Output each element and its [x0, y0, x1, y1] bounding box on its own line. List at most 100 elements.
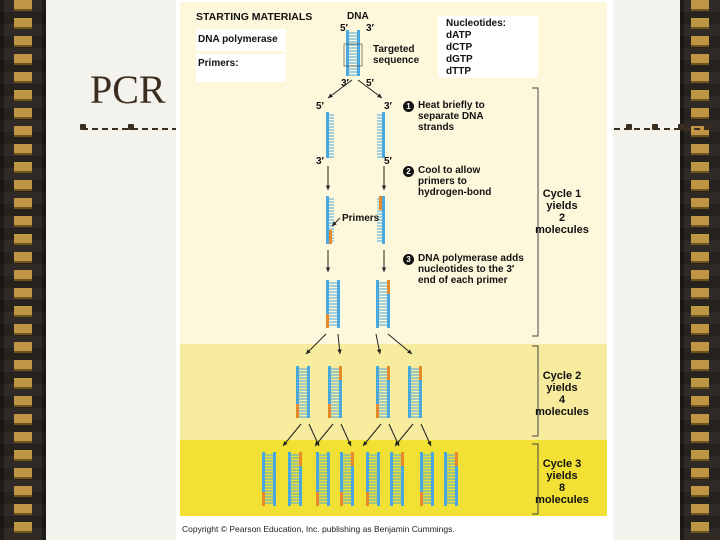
cycle-2-label: Cycle 2 yields 4 molecules — [522, 370, 602, 418]
copyright-notice: Copyright © Pearson Education, Inc. publ… — [182, 524, 455, 534]
annealed-strand-right — [382, 196, 385, 244]
arrowhead — [407, 349, 412, 354]
primer-segment — [326, 314, 329, 328]
rule-dot — [678, 124, 684, 130]
dna-strand — [419, 366, 422, 418]
separated-strand-left — [326, 112, 329, 158]
primer-segment — [419, 366, 422, 380]
dna-strand — [431, 452, 434, 506]
arrowhead — [395, 441, 400, 446]
end-label-top-left: 5′ — [340, 23, 348, 34]
arrowhead — [377, 93, 382, 98]
annealed-primer — [329, 230, 332, 244]
base-pairs — [265, 454, 273, 504]
primer-segment — [296, 404, 299, 418]
primer-segment — [366, 492, 369, 506]
base-pairs — [319, 454, 327, 504]
primer-segment — [401, 452, 404, 466]
nucleotides-title: Nucleotides: — [446, 18, 507, 29]
nucleotides-box — [438, 16, 538, 78]
base-pairs — [411, 368, 419, 418]
end-label-bottom-left: 3′ — [341, 78, 349, 89]
dna-strand — [273, 452, 276, 506]
dna-strand — [377, 452, 380, 506]
dna-strand — [316, 452, 319, 506]
cycle-1-line4: molecules — [535, 224, 589, 236]
primer-segment — [351, 452, 354, 466]
arrowhead — [381, 185, 387, 190]
flow-arrow — [327, 79, 353, 99]
primer-segment — [455, 452, 458, 466]
dna-strand — [408, 366, 411, 418]
arrowhead — [328, 93, 333, 98]
arrowhead — [347, 441, 352, 446]
base-pairs — [447, 454, 455, 504]
dna-strand — [401, 452, 404, 506]
dna-label: DNA — [347, 11, 369, 22]
dna-strand — [328, 366, 331, 418]
target-bracket — [343, 43, 363, 67]
rule-dot — [80, 124, 86, 130]
cycle-2-band — [180, 344, 607, 440]
cycle-3-line1: Cycle 3 — [542, 458, 582, 470]
cycle-2-line4: molecules — [535, 406, 589, 418]
base-pairs — [329, 282, 337, 326]
base-pairs — [379, 282, 387, 326]
dna-strand — [366, 452, 369, 506]
dna-strand — [444, 452, 447, 506]
dna-strand — [351, 452, 354, 506]
dna-strand — [340, 452, 343, 506]
base-pairs — [291, 454, 299, 504]
flow-arrow — [357, 79, 383, 99]
dna-strand — [346, 30, 349, 76]
arrowhead — [381, 267, 387, 272]
base-pairs — [379, 368, 387, 418]
decorative-border-right — [680, 0, 720, 540]
dna-strand — [307, 366, 310, 418]
chain-decoration — [14, 0, 32, 540]
dna-strand — [288, 452, 291, 506]
dna-strand — [337, 280, 340, 328]
primer-segment — [420, 492, 423, 506]
arrowhead — [325, 185, 331, 190]
annealed-primer — [379, 196, 382, 210]
step-2-number: 2 — [403, 166, 414, 177]
dna-strand — [339, 366, 342, 418]
base-pairs — [423, 454, 431, 504]
nucleotide-ticks — [329, 114, 334, 158]
starting-materials-label: STARTING MATERIALS — [196, 11, 313, 23]
cycle-bracket — [532, 443, 539, 515]
cycle-3-line2: yields — [546, 470, 578, 482]
dna-polymerase-label: DNA polymerase — [198, 34, 278, 45]
dna-strand — [376, 366, 379, 418]
dna-strand — [327, 452, 330, 506]
primers-legend-label: Primers: — [198, 58, 239, 69]
dna-strand — [390, 452, 393, 506]
flow-arrow — [305, 333, 327, 355]
dna-strand — [387, 366, 390, 418]
cycle-1-line1: Cycle 1 — [542, 188, 582, 200]
strand-end-3-right: 3′ — [384, 101, 392, 112]
rule-dot — [704, 124, 710, 130]
arrowhead — [325, 267, 331, 272]
nucleotide-dgtp: dGTP — [446, 54, 473, 65]
primer-segment — [387, 366, 390, 380]
cycle-1-line2: yields — [546, 200, 578, 212]
cycle-1-line3: 2 — [558, 212, 566, 224]
base-pairs — [299, 368, 307, 418]
arrowhead — [306, 349, 311, 354]
flow-arrow — [394, 423, 414, 447]
dna-polymerase-box — [196, 29, 286, 51]
strand-end-5-right: 5′ — [384, 156, 392, 167]
arrowhead — [315, 441, 320, 446]
dna-strand — [455, 452, 458, 506]
separated-strand-right — [382, 112, 385, 158]
primer-segment — [340, 492, 343, 506]
title-rule-right — [614, 128, 710, 130]
primer-segment — [376, 404, 379, 418]
primer-segment — [328, 404, 331, 418]
rule-dot — [652, 124, 658, 130]
step-2-text: Cool to allow primers to hydrogen-bond — [418, 165, 492, 198]
base-pairs — [343, 454, 351, 504]
end-label-top-right: 3′ — [366, 23, 374, 34]
